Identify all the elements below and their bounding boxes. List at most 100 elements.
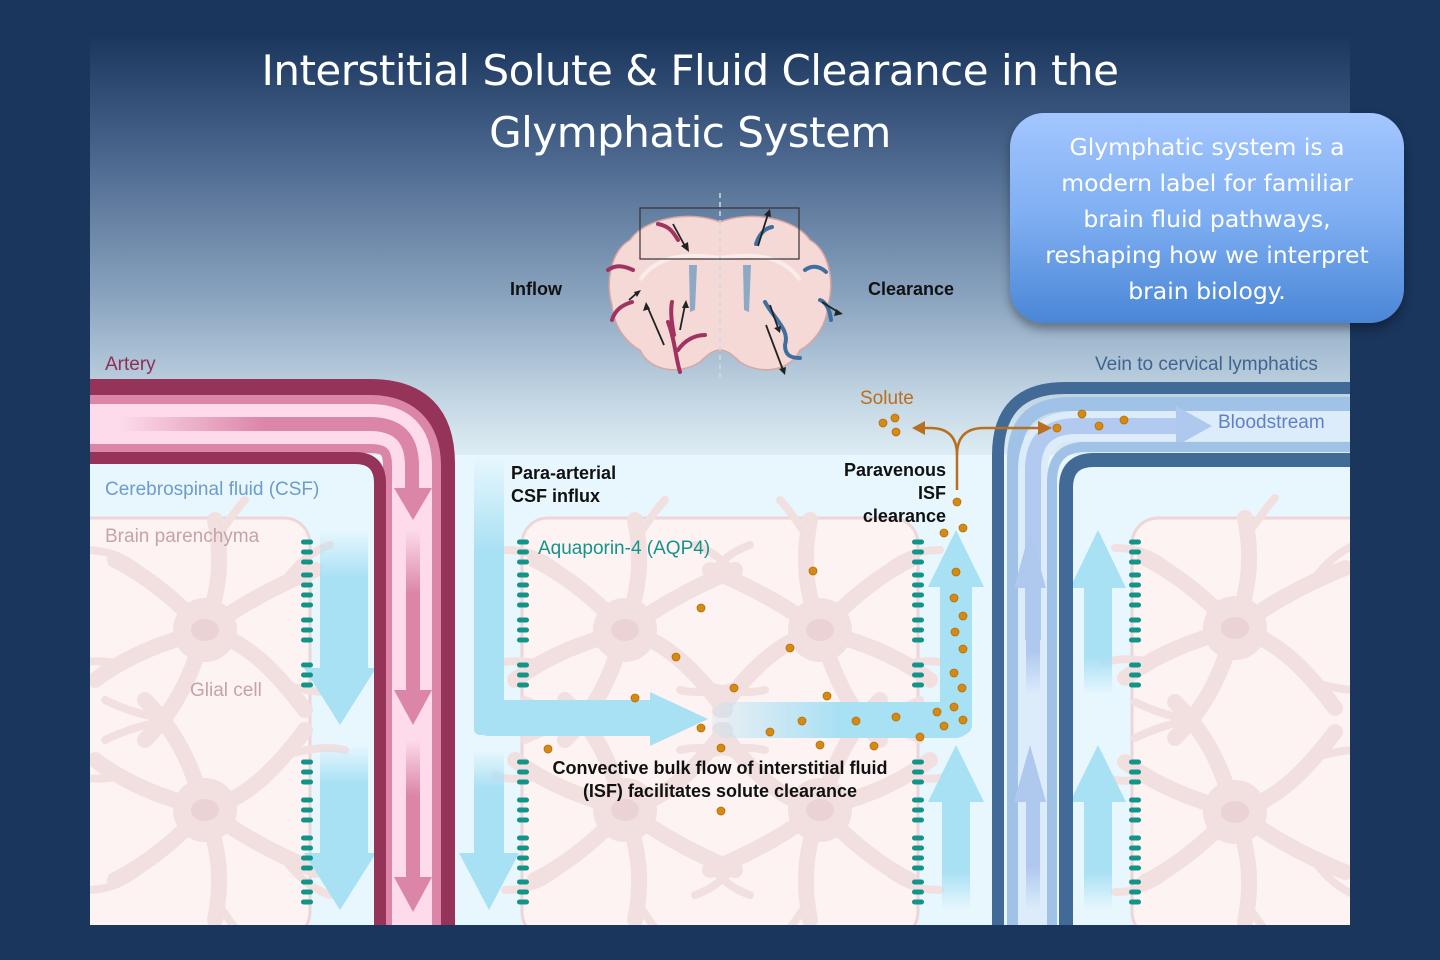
- aqp4-channel-icon: [912, 807, 924, 813]
- para-arterial-line: Para-arterial: [511, 463, 617, 483]
- aqp4-channel-icon: [912, 672, 924, 678]
- callout-line: Glymphatic system is a: [1069, 133, 1345, 161]
- aqp4-channel-icon: [912, 899, 924, 905]
- aqp4-channel-icon: [301, 769, 313, 775]
- aqp4-channel-icon: [912, 817, 924, 823]
- solute-particle-icon: [1094, 421, 1104, 431]
- aqp4-channel-icon: [1129, 899, 1141, 905]
- solute-particle-icon: [696, 603, 706, 613]
- aqp4-channel-icon: [912, 759, 924, 765]
- aqp4-channel-icon: [301, 559, 313, 565]
- aqp4-channel-icon: [1129, 682, 1141, 688]
- aqp4-channel-icon: [1129, 797, 1141, 803]
- aqp4-channel-icon: [912, 889, 924, 895]
- aqp4-channel-icon: [301, 627, 313, 633]
- aqp4-channel-icon: [301, 817, 313, 823]
- aqp4-channel-icon: [1129, 759, 1141, 765]
- convective-line: Convective bulk flow of interstitial flu…: [552, 758, 888, 778]
- solute-particle-icon: [949, 702, 959, 712]
- aqp4-channel-icon: [517, 672, 529, 678]
- solute-particle-icon: [958, 523, 968, 533]
- convective-line: (ISF) facilitates solute clearance: [582, 781, 858, 801]
- solute-particle-icon: [716, 806, 726, 816]
- solute-particle-icon: [949, 593, 959, 603]
- aqp4-channel-icon: [912, 682, 924, 688]
- solute-particle-icon: [958, 715, 968, 725]
- solute-particle-icon: [891, 712, 901, 722]
- aqp4-channel-icon: [912, 592, 924, 598]
- aqp4-channel-icon: [301, 865, 313, 871]
- aqp4-channel-icon: [301, 617, 313, 623]
- aqp4-channel-icon: [1129, 559, 1141, 565]
- solute-particle-icon: [891, 427, 901, 437]
- aqp4-channel-icon: [517, 627, 529, 633]
- aqp4-channel-icon: [517, 682, 529, 688]
- aqp4-channel-icon: [301, 845, 313, 851]
- aqp4-channel-icon: [1129, 582, 1141, 588]
- solute-particle-icon: [822, 691, 832, 701]
- aqp4-channel-icon: [1129, 672, 1141, 678]
- aqp4-channel-icon: [912, 662, 924, 668]
- aqp4-channel-icon: [1129, 855, 1141, 861]
- callout-line: brain biology.: [1128, 277, 1286, 305]
- solute-particle-icon: [671, 652, 681, 662]
- aqp4-channel-icon: [517, 549, 529, 555]
- solute-particle-icon: [1119, 415, 1129, 425]
- solute-particle-icon: [815, 740, 825, 750]
- aqp4-channel-icon: [517, 759, 529, 765]
- aqp4-channel-icon: [517, 817, 529, 823]
- aqp4-channel-icon: [301, 682, 313, 688]
- aqp4-channel-icon: [912, 835, 924, 841]
- aqp4-channel-icon: [301, 672, 313, 678]
- aqp4-channel-icon: [517, 855, 529, 861]
- aqp4-channel-icon: [1129, 845, 1141, 851]
- solute-particle-icon: [949, 668, 959, 678]
- para-arterial-label: Para-arterial CSF influx: [511, 462, 616, 508]
- aqp4-channel-icon: [1129, 572, 1141, 578]
- aqp4-channel-icon: [912, 779, 924, 785]
- aqp4-channel-icon: [517, 539, 529, 545]
- aqp4-channel-icon: [912, 769, 924, 775]
- aqp4-channel-icon: [301, 879, 313, 885]
- aqp4-channel-icon: [912, 559, 924, 565]
- aqp4-channel-icon: [912, 879, 924, 885]
- aqp4-channel-icon: [301, 759, 313, 765]
- solute-particle-icon: [952, 497, 962, 507]
- zoom-box: [639, 207, 800, 260]
- brain-coronal-inset: [606, 193, 843, 382]
- aqp4-channel-icon: [301, 602, 313, 608]
- solute-particle-icon: [932, 707, 942, 717]
- callout-box: Glymphatic system is a modern label for …: [1010, 113, 1404, 323]
- callout-line: reshaping how we interpret: [1045, 241, 1369, 269]
- aqp4-channel-icon: [301, 797, 313, 803]
- aqp4-channel-icon: [912, 549, 924, 555]
- aqp4-channel-icon: [1129, 602, 1141, 608]
- solute-particle-icon: [950, 627, 960, 637]
- page-title: Interstitial Solute & Fluid Clearance in…: [150, 40, 1230, 164]
- aqp4-channel-icon: [1129, 865, 1141, 871]
- aqp4-channel-icon: [301, 539, 313, 545]
- callout-line: brain fluid pathways,: [1083, 205, 1331, 233]
- solute-particle-icon: [939, 721, 949, 731]
- aqp4-channel-icon: [1129, 879, 1141, 885]
- aqp4-channel-icon: [517, 807, 529, 813]
- aqp4-channels: [301, 539, 1141, 905]
- aqp4-channel-icon: [1129, 662, 1141, 668]
- solute-particle-icon: [869, 741, 879, 751]
- para-arterial-channel: [459, 455, 708, 910]
- paravenous-line: clearance: [862, 506, 946, 526]
- solute-particle-icon: [765, 727, 775, 737]
- solute-particle-icon: [543, 744, 553, 754]
- aqp4-channel-icon: [301, 807, 313, 813]
- solute-particle-icon: [939, 528, 949, 538]
- aqp4-channel-icon: [1129, 617, 1141, 623]
- solute-particle-icon: [716, 743, 726, 753]
- parenchyma-label: Brain parenchyma: [105, 526, 260, 547]
- solute-particle-icon: [951, 567, 961, 577]
- aqp4-channel-icon: [517, 617, 529, 623]
- solute-particle-icon: [915, 732, 925, 742]
- aqp4-channel-icon: [912, 572, 924, 578]
- artery-label: Artery: [105, 354, 156, 375]
- aqp4-channel-icon: [517, 879, 529, 885]
